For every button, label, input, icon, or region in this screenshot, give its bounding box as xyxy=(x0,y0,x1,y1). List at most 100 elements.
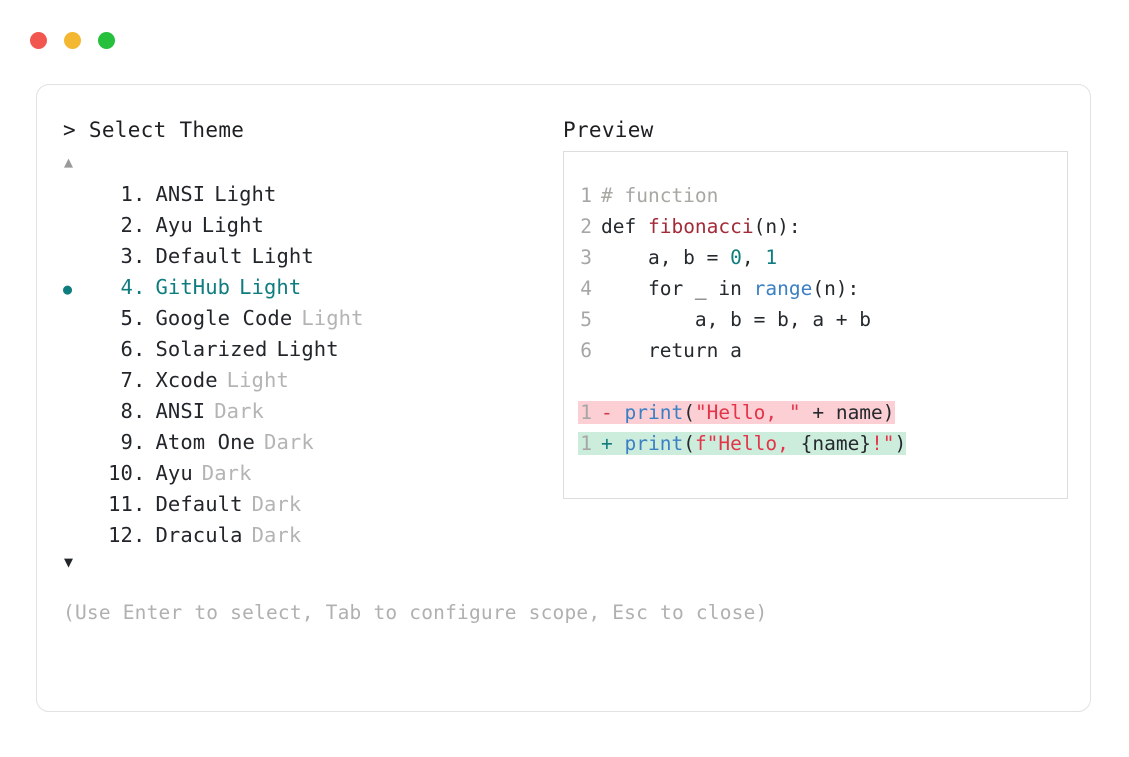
code-token-plain: a, b = b, a + b xyxy=(601,308,872,331)
theme-list-item[interactable]: 1. ANSI Light xyxy=(63,179,563,210)
theme-list-item[interactable]: 3. Default Light xyxy=(63,241,563,272)
theme-item-index: 8 xyxy=(120,399,133,423)
theme-item-dot: . xyxy=(133,523,146,547)
theme-item-index: 9 xyxy=(120,430,133,454)
code-line-content: 3 a, b = 0, 1 xyxy=(578,246,777,269)
theme-item-dot: . xyxy=(133,306,146,330)
code-token-plain: ( xyxy=(683,401,695,424)
maximize-window-button[interactable] xyxy=(98,32,115,49)
code-token-add: + xyxy=(601,432,625,455)
line-number: 5 xyxy=(580,308,592,331)
code-token-comment: # function xyxy=(601,184,719,207)
code-line-content: 5 a, b = b, a + b xyxy=(578,308,871,331)
code-line: 5 a, b = b, a + b xyxy=(578,304,1067,335)
code-token-builtin: print xyxy=(624,432,684,455)
code-line-content: 1# function xyxy=(578,184,718,207)
theme-list-item[interactable]: 9. Atom One Dark xyxy=(63,427,563,458)
theme-item-index: 6 xyxy=(120,337,133,361)
theme-item-index: 3 xyxy=(120,244,133,268)
code-line: 1# function xyxy=(578,180,1067,211)
theme-item-name: Ayu xyxy=(155,213,193,237)
keyboard-hint: (Use Enter to select, Tab to configure s… xyxy=(63,601,768,624)
theme-item-variant: Dark xyxy=(251,523,302,547)
theme-item-dot: . xyxy=(133,368,146,392)
theme-item-index: 4 xyxy=(120,275,133,299)
theme-item-dot: . xyxy=(133,430,146,454)
selected-bullet-icon: ● xyxy=(63,280,73,298)
theme-item-index: 7 xyxy=(120,368,133,392)
line-number: 1 xyxy=(580,432,592,455)
theme-item-name: Default xyxy=(155,492,243,516)
theme-item-variant: Light xyxy=(251,244,314,268)
theme-item-index: 5 xyxy=(120,306,133,330)
line-number: 3 xyxy=(580,246,592,269)
code-token-num: 1 xyxy=(765,246,778,269)
theme-item-variant: Dark xyxy=(264,430,314,454)
line-number: 4 xyxy=(580,277,592,300)
code-token-plain: ( xyxy=(683,432,695,455)
theme-item-dot: . xyxy=(133,244,146,268)
theme-item-name: Default xyxy=(155,244,243,268)
diff-added-line: 1+ print(f"Hello, {name}!") xyxy=(578,428,1067,459)
scroll-up-icon[interactable]: ▲ xyxy=(64,153,74,171)
theme-item-variant: Light xyxy=(301,306,364,330)
code-token-del: - xyxy=(601,401,625,424)
line-number: 6 xyxy=(580,339,592,362)
theme-item-name: Solarized xyxy=(155,337,268,361)
theme-item-dot: . xyxy=(133,399,146,423)
theme-list-item[interactable]: 12. Dracula Dark xyxy=(63,520,563,551)
code-token-plain: a, b = xyxy=(601,246,731,269)
theme-item-index: 11 xyxy=(108,492,133,516)
code-token-func: fibonacci xyxy=(647,215,754,238)
line-number: 1 xyxy=(580,401,592,424)
code-blank-line xyxy=(578,366,1067,397)
theme-item-index: 2 xyxy=(120,213,133,237)
code-token-plain: , xyxy=(741,246,766,269)
theme-item-name: Dracula xyxy=(155,523,243,547)
code-line: 4 for _ in range(n): xyxy=(578,273,1067,304)
select-theme-header: > Select Theme xyxy=(63,118,245,142)
close-window-button[interactable] xyxy=(30,32,47,49)
code-token-plain: + name) xyxy=(800,401,895,424)
theme-item-dot: . xyxy=(133,461,146,485)
code-token-plain: (n): xyxy=(812,277,860,300)
theme-item-variant: Light xyxy=(276,337,339,361)
code-token-string: f"Hello, xyxy=(694,432,801,455)
theme-item-dot: . xyxy=(133,182,146,206)
line-number: 2 xyxy=(580,215,592,238)
theme-item-name: ANSI xyxy=(155,399,206,423)
theme-item-index: 12 xyxy=(108,523,133,547)
theme-item-name: Ayu xyxy=(155,461,193,485)
theme-item-name: Atom One xyxy=(155,430,255,454)
code-token-plain: (n): xyxy=(753,215,801,238)
scroll-down-icon[interactable]: ▼ xyxy=(64,553,74,571)
theme-item-index: 1 xyxy=(120,182,133,206)
preview-header: Preview xyxy=(563,118,654,142)
theme-item-name: ANSI xyxy=(155,182,206,206)
theme-list-item[interactable]: 5. Google Code Light xyxy=(63,303,563,334)
minimize-window-button[interactable] xyxy=(64,32,81,49)
theme-item-name: GitHub xyxy=(155,275,231,299)
diff-removed-line: 1- print("Hello, " + name) xyxy=(578,397,1067,428)
code-line: 6 return a xyxy=(578,335,1067,366)
code-token-plain: ) xyxy=(894,432,907,455)
code-line-content: 1+ print(f"Hello, {name}!") xyxy=(578,432,907,455)
theme-item-name: Google Code xyxy=(155,306,293,330)
theme-item-index: 10 xyxy=(108,461,133,485)
theme-item-dot: . xyxy=(133,275,146,299)
theme-item-variant: Light xyxy=(214,182,277,206)
code-line-content: 4 for _ in range(n): xyxy=(578,277,859,300)
